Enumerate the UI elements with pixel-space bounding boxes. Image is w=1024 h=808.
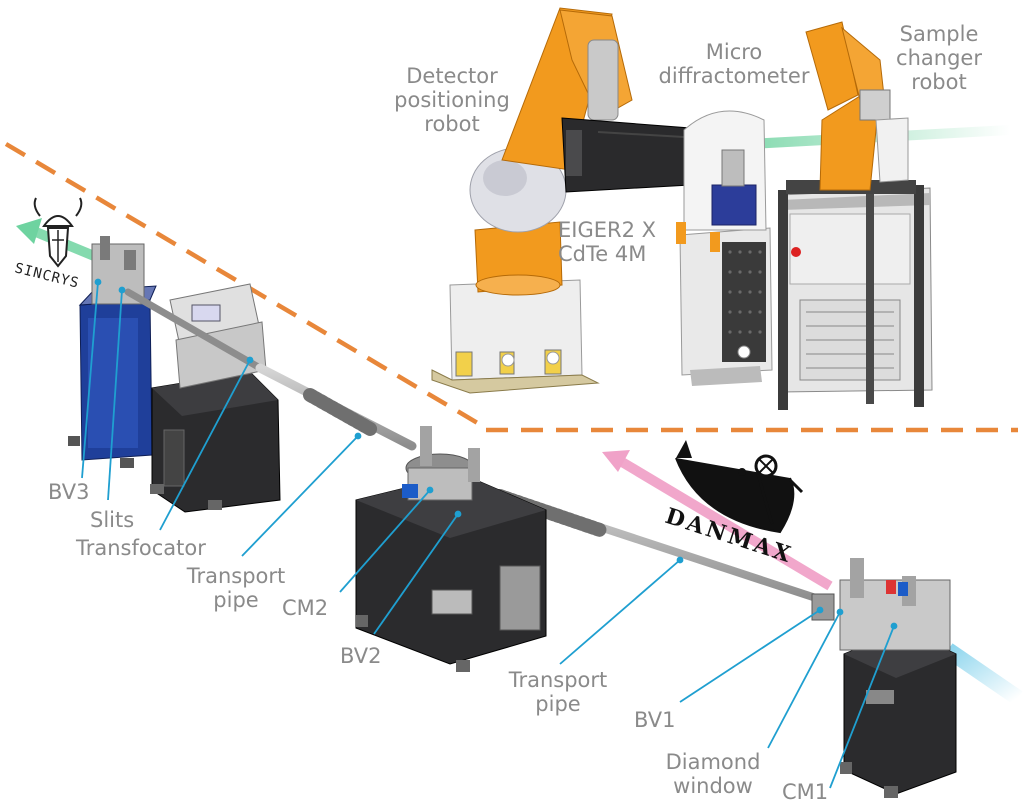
transfocator-cabinet [150,283,281,513]
label-sample-changer-robot: Sample changer robot [896,22,982,94]
label-slits: Slits [90,508,135,532]
label-diamond-window: Diamond window [665,750,761,798]
label-bv3: BV3 [48,480,90,504]
label-cm1: CM1 [782,780,829,804]
cm1-cabinet [811,558,957,798]
cm2-cabinet [355,426,547,672]
label-bv2: BV2 [340,644,382,668]
micro-diffractometer [676,110,773,386]
label-micro-diffractometer: Micro diffractometer [658,40,810,88]
detector-positioning-robot [431,7,691,394]
danmax-logo: DANMAX [662,440,804,569]
sample-changer [778,21,933,410]
label-detector-positioning-robot: Detector positioning robot [394,64,510,136]
label-transfocator: Transfocator [76,536,206,560]
label-bv1: BV1 [634,708,676,732]
label-cm2: CM2 [282,596,329,620]
label-transport-pipe-1: Transport pipe [186,564,286,612]
label-detector-model: EIGER2 X CdTe 4M [558,218,657,266]
label-transport-pipe-2: Transport pipe [508,668,608,716]
dashed-separator [4,142,1018,433]
leader-lines [81,278,898,789]
sincrys-wordmark: SINCRYS [13,260,81,291]
